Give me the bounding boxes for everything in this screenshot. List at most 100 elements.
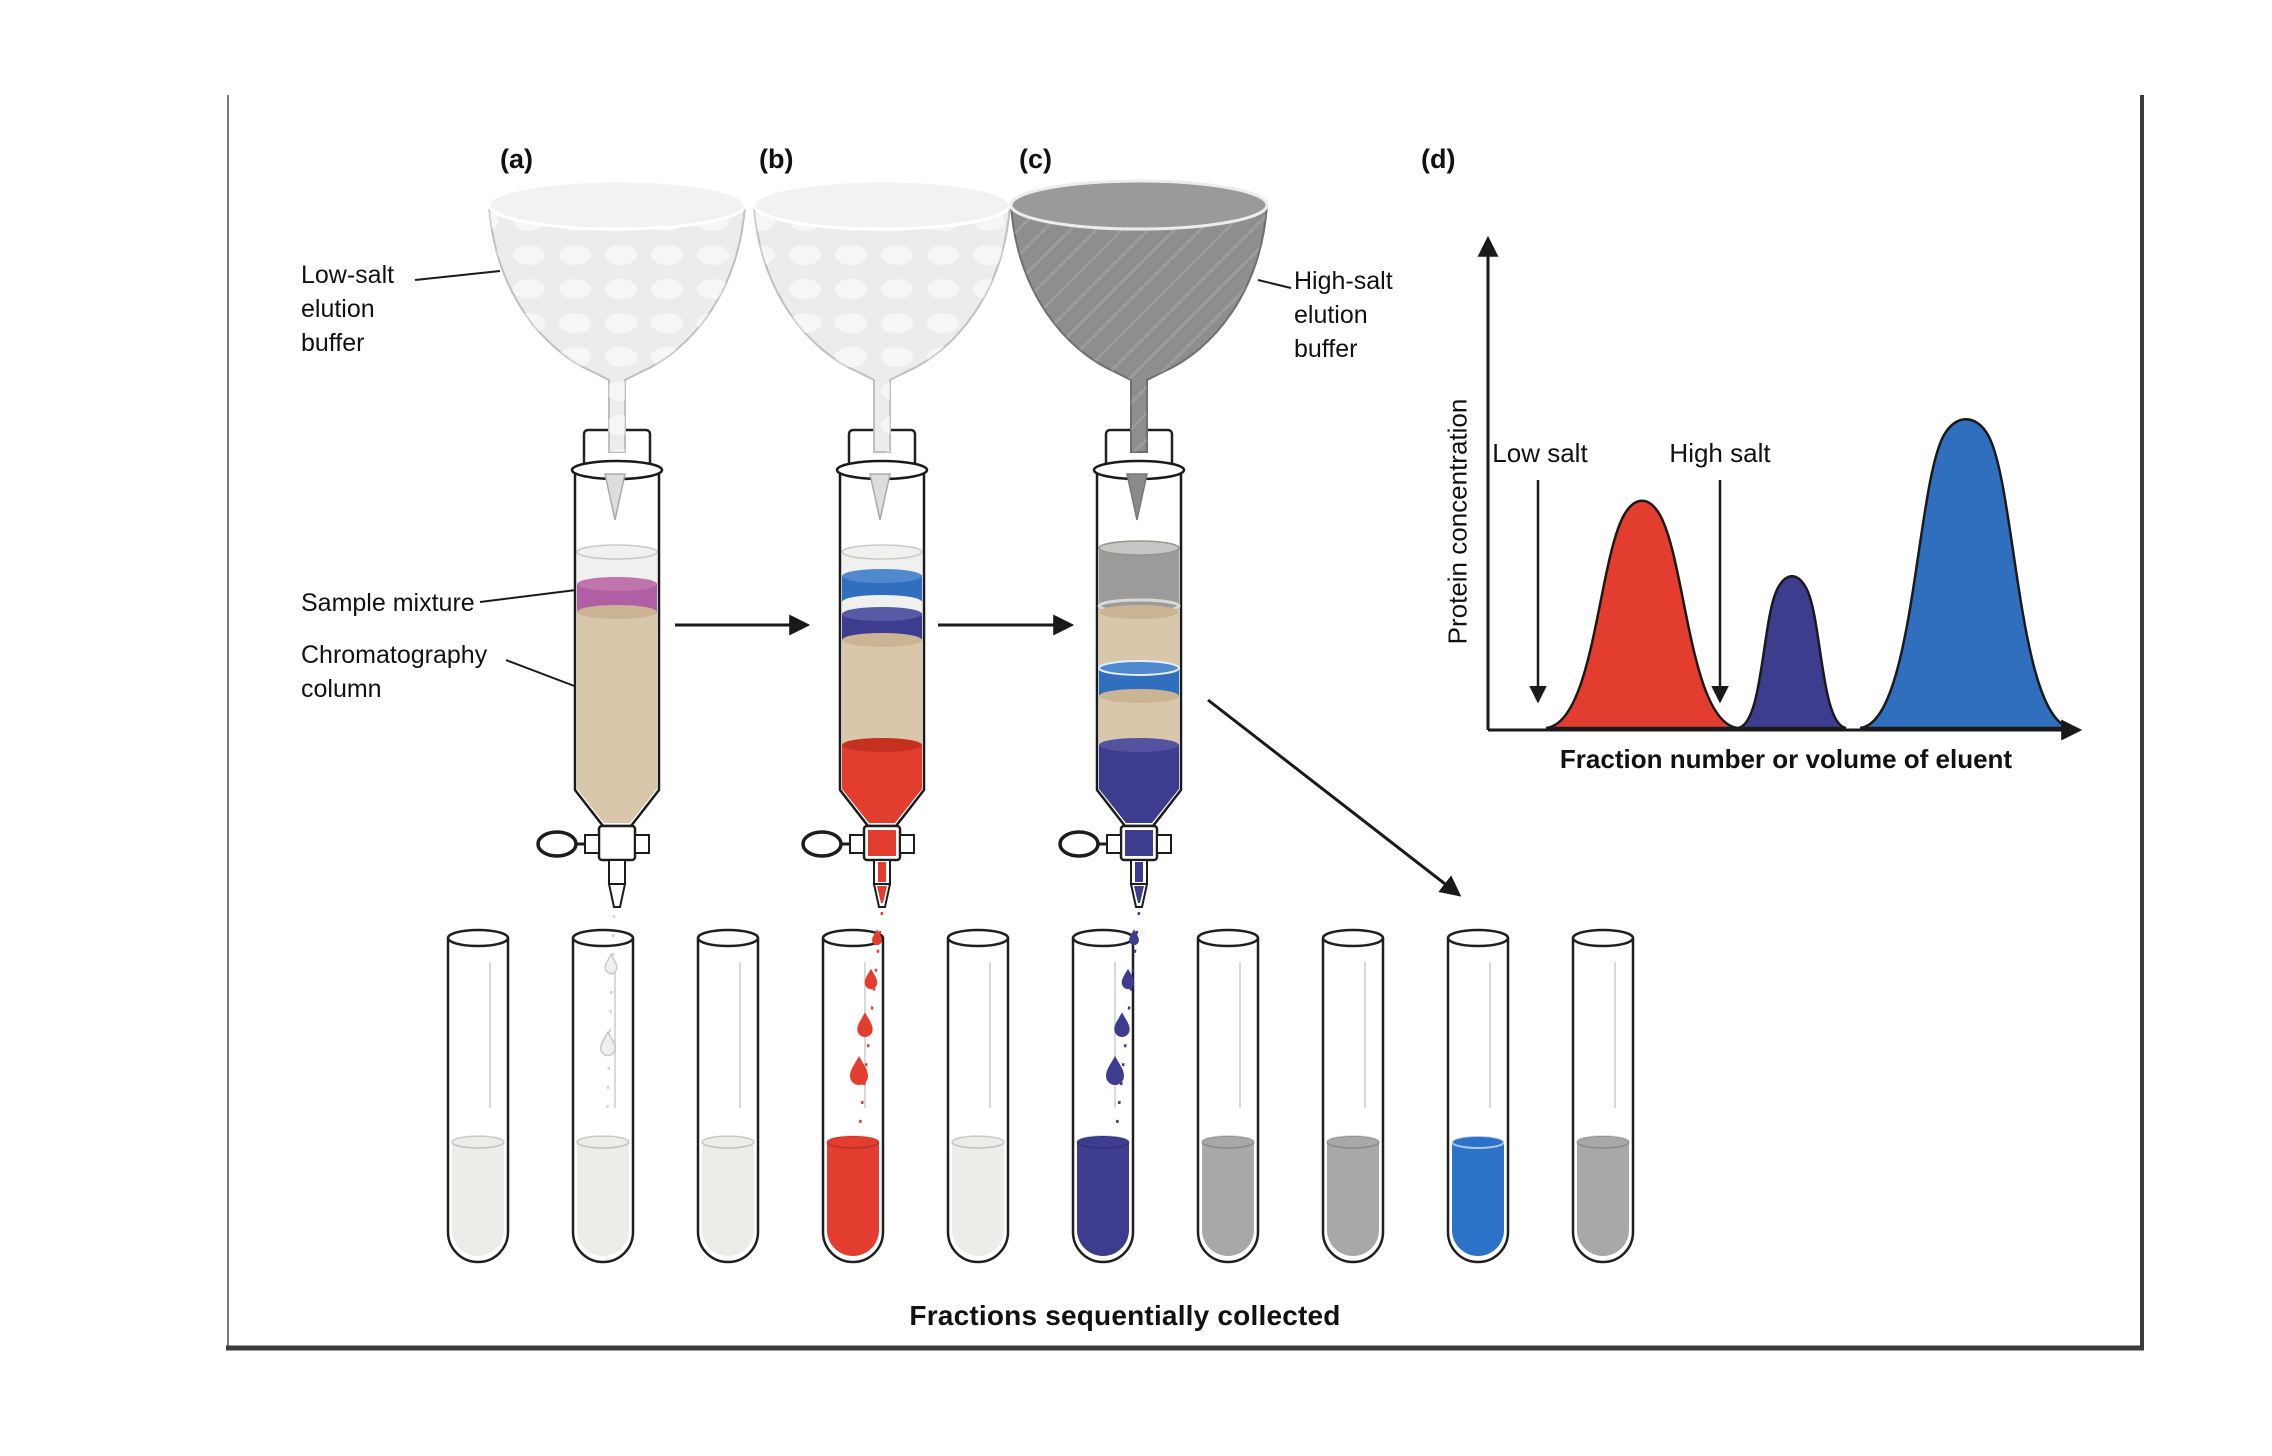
column-a-buffer-surface <box>576 544 658 560</box>
column-b-red-band <box>842 745 922 823</box>
tube-9-glass <box>1446 938 1510 1264</box>
red-drop <box>864 968 878 990</box>
funnel-b-texture <box>754 205 1010 452</box>
tube-6-glass <box>1071 938 1135 1264</box>
chart-x-axis-label: Fraction number or volume of eluent <box>1559 744 2013 774</box>
test-tube-10 <box>1571 928 1635 1264</box>
tube-8-glass <box>1321 938 1385 1264</box>
buffer-drop <box>604 953 618 975</box>
navy-drop <box>1114 1012 1130 1038</box>
tube-1-surface <box>451 1135 505 1149</box>
column-c-stopcock-nub-right <box>1156 834 1172 854</box>
sample-mixture-label: Sample mixture <box>301 589 475 617</box>
column-c-buffer-surface <box>1098 540 1180 556</box>
chart-peak-navy <box>1737 575 1847 730</box>
tube-1-fill <box>452 1142 504 1256</box>
column-a-resin-surface <box>577 605 657 619</box>
column-c-resin-surface <box>1099 605 1179 619</box>
buffer-drop <box>599 1031 617 1057</box>
tube-4-surface <box>826 1135 880 1149</box>
tube-10-fill <box>1577 1142 1629 1256</box>
tube-8-surface <box>1326 1135 1380 1149</box>
elution-chart <box>1477 235 2083 741</box>
funnel-b-rim <box>752 179 1012 231</box>
navy-drop <box>1106 1056 1124 1085</box>
test-tube-1 <box>446 928 510 1264</box>
tube-6-fill <box>1077 1142 1129 1256</box>
column-c-stopcock-handle <box>1058 830 1100 858</box>
chart-high-salt-label: High salt <box>1669 438 1771 468</box>
tube-10-glass <box>1571 938 1635 1264</box>
tube-9-fill <box>1452 1142 1504 1256</box>
tube-3-glass <box>696 938 760 1264</box>
column-a <box>536 428 664 908</box>
tube-7-fill <box>1202 1142 1254 1256</box>
funnel-a-texture <box>489 205 745 452</box>
funnel-a-rim <box>487 179 747 231</box>
tube-6-surface <box>1076 1135 1130 1149</box>
test-tube-7 <box>1196 928 1260 1264</box>
column-b-blue-band-surface <box>842 569 922 583</box>
test-tube-rack <box>446 928 1635 1264</box>
column-b-navy-band-surface <box>842 607 922 621</box>
test-tube-5 <box>946 928 1010 1264</box>
tube-2-surface <box>576 1135 630 1149</box>
test-tube-2 <box>571 928 635 1264</box>
panel-label-a: (a) <box>500 144 533 174</box>
column-a-sample-surface <box>577 577 657 591</box>
tube-6-rim <box>1071 928 1135 948</box>
column-c-resin-upper <box>1099 612 1179 668</box>
test-tube-4 <box>821 928 885 1264</box>
column-b-spout <box>869 473 891 521</box>
flow-arrows <box>675 614 1462 897</box>
column-c-resin-lower-surface <box>1099 689 1179 703</box>
column-a-stopcock-body <box>597 824 637 862</box>
sample-mixture-leader-line <box>479 588 585 603</box>
tube-1-rim <box>446 928 510 948</box>
column-b-stopcock-handle <box>801 830 843 858</box>
test-tube-8 <box>1321 928 1385 1264</box>
chromatography-column-leader-line <box>505 659 578 688</box>
tube-4-glass <box>821 938 885 1264</box>
test-tube-3 <box>696 928 760 1264</box>
column-a-resin <box>577 612 657 823</box>
annotation-leader-lines <box>414 270 1292 688</box>
column-b-resin <box>842 640 922 745</box>
column-b-resin-surface <box>842 633 922 647</box>
column-b-stopcock-nub-right <box>899 834 915 854</box>
tube-8-rim <box>1321 928 1385 948</box>
column-a-stopcock-nub-left <box>584 834 600 854</box>
low-salt-leader-line <box>414 270 501 281</box>
panel-label-d: (d) <box>1421 144 1456 174</box>
high-salt-buffer-label: High-salt elution buffer <box>1294 267 1393 363</box>
tube-1-glass <box>446 938 510 1264</box>
chart-y-axis-label: Protein concentration <box>1442 398 1473 645</box>
funnel-a <box>487 179 747 453</box>
column-b-outlet-liquid <box>878 862 886 882</box>
column-b-red-band-surface <box>842 738 922 752</box>
tube-5-rim <box>946 928 1010 948</box>
tube-9-rim <box>1446 928 1510 948</box>
test-tube-9 <box>1446 928 1510 1264</box>
tube-3-surface <box>701 1135 755 1149</box>
tube-4-fill <box>827 1142 879 1256</box>
column-c-stopcock-liquid <box>1125 830 1153 856</box>
tube-7-glass <box>1196 938 1260 1264</box>
column-b-buffer-surface <box>841 544 923 560</box>
high-salt-leader-line <box>1257 279 1292 289</box>
column-a-outlet-tip <box>607 883 627 908</box>
arrow-to-fractions <box>1207 698 1462 897</box>
tube-3-rim <box>696 928 760 948</box>
column-a-stopcock-handle <box>536 830 578 858</box>
tube-10-rim <box>1571 928 1635 948</box>
column-b-stopcock-liquid <box>868 830 896 856</box>
chart-peak-blue <box>1859 418 2073 730</box>
column-a-stopcock-nub-right <box>634 834 650 854</box>
chromatography-column-label: Chromatography column <box>301 641 488 703</box>
column-c-spout <box>1126 473 1148 521</box>
panel-label-b: (b) <box>759 144 794 174</box>
panel-label-c: (c) <box>1019 144 1052 174</box>
chart-peak-red <box>1545 499 1739 730</box>
column-a-outlet-tube <box>608 859 626 885</box>
